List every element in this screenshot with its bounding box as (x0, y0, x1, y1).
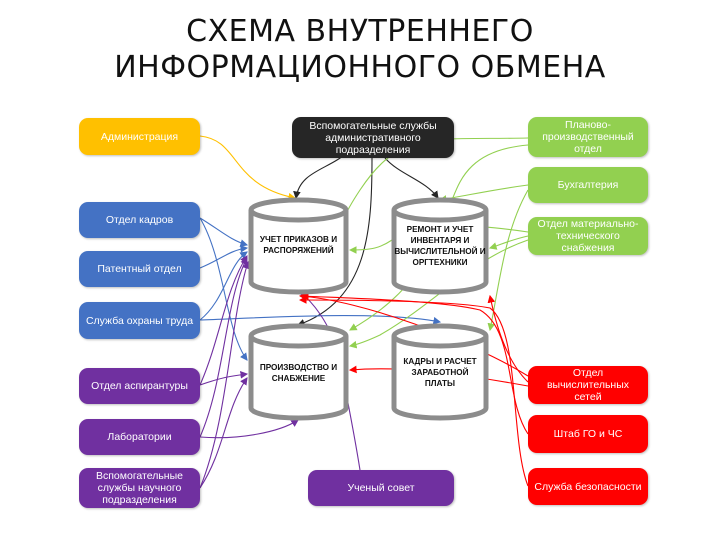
link-network-orders (298, 292, 529, 377)
labor-protection-box[interactable]: Служба охраны труда (79, 302, 200, 339)
civil-defense-label: Штаб ГО и ЧС (553, 428, 623, 440)
hr-department-box[interactable]: Отдел кадров (79, 202, 200, 238)
security-box[interactable]: Служба безопасности (528, 468, 648, 505)
link-postgrad-orders (199, 255, 248, 386)
academic-council-label: Ученый совет (347, 482, 415, 494)
link-security-orders (298, 296, 529, 487)
admin-support-box[interactable]: Вспомогательные службы административного… (292, 117, 454, 158)
link-labor-production (199, 315, 442, 325)
administration-box[interactable]: Администрация (79, 118, 200, 155)
payroll-database-label: КАДРЫ И РАСЧЕТ ЗАРАБОТНОЙ ПЛАТЫ (403, 357, 477, 388)
database-cylinder-icon (248, 323, 349, 421)
link-accounting-payroll (487, 189, 529, 332)
laboratories-box[interactable]: Лаборатории (79, 419, 200, 455)
link-labs-orders (199, 257, 248, 438)
orders-database-label: УЧЕТ ПРИКАЗОВ И РАСПОРЯЖЕНИЙ (259, 235, 338, 255)
security-label: Служба безопасности (534, 480, 642, 493)
patent-department-box[interactable]: Патентный отдел (79, 251, 200, 287)
link-hr-orders (199, 217, 249, 247)
admin-support-label: Вспомогательные службы административного… (309, 119, 437, 156)
supply-department-label: Отдел материально-технического снабжения (537, 218, 639, 254)
accounting-label: Бухгалтерия (557, 179, 619, 191)
postgraduate-box[interactable]: Отдел аспирантуры (79, 368, 200, 404)
link-adminsupport-repair (384, 157, 439, 199)
postgraduate-label: Отдел аспирантуры (91, 380, 188, 392)
accounting-box[interactable]: Бухгалтерия (528, 167, 648, 203)
civil-defense-box[interactable]: Штаб ГО и ЧС (528, 415, 648, 453)
administration-label: Администрация (100, 130, 179, 143)
page-title: СХЕМА ВНУТРЕННЕГО ИНФОРМАЦИОННОГО ОБМЕНА (0, 14, 720, 86)
science-support-box[interactable]: Вспомогательные службы научного подразде… (79, 468, 200, 508)
patent-department-label: Патентный отдел (97, 263, 182, 275)
link-scisupport-production (199, 377, 248, 489)
link-admin-orders (199, 135, 297, 201)
production-database[interactable]: ПРОИЗВОДСТВО И СНАБЖЕНИЕ (247, 322, 350, 422)
network-department-box[interactable]: Отдел вычислительных сетей (528, 366, 648, 404)
academic-council-box[interactable]: Ученый совет (308, 470, 454, 506)
planning-label: Планово-производственный отдел (542, 119, 634, 155)
repair-database[interactable]: РЕМОНТ И УЧЕТ ИНВЕНТАРЯ И ВЫЧИСЛИТЕЛЬНОЙ… (390, 196, 490, 296)
link-labs-production (199, 419, 299, 439)
production-database-label: ПРОИЗВОДСТВО И СНАБЖЕНИЕ (259, 363, 338, 383)
link-network-repair (487, 294, 529, 383)
payroll-database[interactable]: КАДРЫ И РАСЧЕТ ЗАРАБОТНОЙ ПЛАТЫ (390, 322, 490, 422)
science-support-label: Вспомогательные службы научного подразде… (95, 470, 183, 506)
database-cylinder-icon (391, 197, 489, 295)
repair-database-label: РЕМОНТ И УЧЕТ ИНВЕНТАРЯ И ВЫЧИСЛИТЕЛЬНОЙ… (394, 225, 486, 267)
link-supply-repair (488, 235, 529, 250)
supply-department-box[interactable]: Отдел материально-технического снабжения (528, 217, 648, 255)
link-hr-production (199, 217, 248, 361)
laboratories-label: Лаборатории (107, 431, 172, 443)
database-cylinder-icon (248, 197, 349, 295)
link-scisupport-orders (199, 260, 250, 489)
database-cylinder-icon (391, 323, 489, 421)
hr-department-label: Отдел кадров (105, 214, 174, 226)
orders-database[interactable]: УЧЕТ ПРИКАЗОВ И РАСПОРЯЖЕНИЙ (247, 196, 350, 296)
link-patent-orders (199, 244, 249, 269)
labor-protection-label: Служба охраны труда (85, 314, 194, 327)
link-postgrad-production (199, 370, 249, 386)
planning-box[interactable]: Планово-производственный отдел (528, 117, 648, 157)
title-line-2: ИНФОРМАЦИОННОГО ОБМЕНА (114, 50, 606, 85)
network-department-label: Отдел вычислительных сетей (546, 367, 630, 403)
title-line-1: СХЕМА ВНУТРЕННЕГО (186, 14, 534, 49)
link-adminsupport-production (296, 157, 373, 327)
